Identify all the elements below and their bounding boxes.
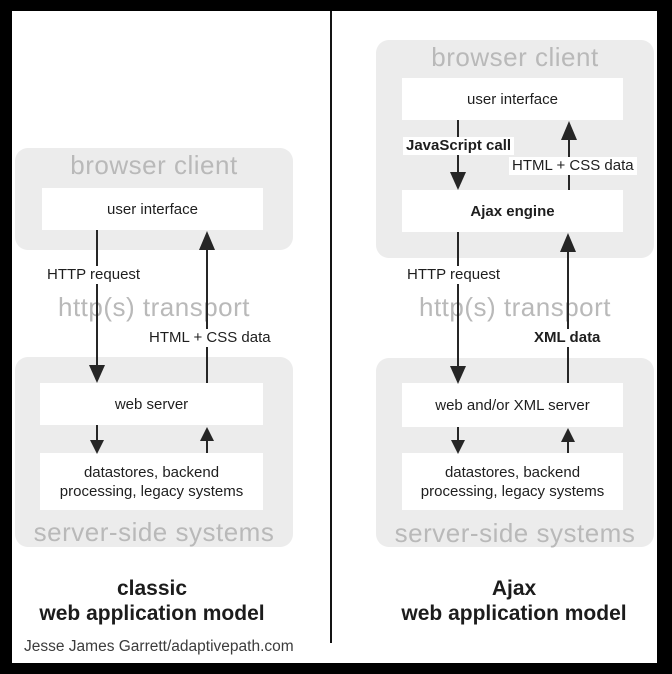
response-arrow-line xyxy=(206,250,208,383)
transport-header: http(s) transport xyxy=(418,292,611,322)
browser-client-header: browser client xyxy=(431,42,599,72)
server-up-arrow-line xyxy=(206,441,208,453)
user-interface-box: user interface xyxy=(402,78,623,120)
server-down-arrow-line xyxy=(96,425,98,440)
arrow-down-icon xyxy=(451,440,465,454)
arrow-up-icon xyxy=(560,233,576,252)
browser-client-header: browser client xyxy=(70,150,238,180)
html-css-data-label: HTML + CSS data xyxy=(146,329,274,347)
request-arrow-line xyxy=(96,230,98,365)
web-xml-server-box: web and/or XML server xyxy=(402,383,623,427)
title-line2: web application model xyxy=(401,602,627,625)
datastores-line1: datastores, backend xyxy=(444,463,581,481)
html-css-data-label: HTML + CSS data xyxy=(509,157,637,175)
arrow-down-icon xyxy=(450,172,466,190)
datastores-box: datastores, backend processing, legacy s… xyxy=(402,453,623,510)
user-interface-box: user interface xyxy=(42,188,263,230)
datastores-box: datastores, backend processing, legacy s… xyxy=(40,453,263,510)
classic-model-title: classic web application model xyxy=(12,576,292,626)
arrow-up-icon xyxy=(561,428,575,442)
arrow-down-icon xyxy=(450,366,466,384)
datastores-line1: datastores, backend xyxy=(83,463,220,481)
transport-header: http(s) transport xyxy=(57,292,250,322)
web-server-box: web server xyxy=(40,383,263,425)
http-request-label: HTTP request xyxy=(44,266,144,284)
http-request-label: HTTP request xyxy=(404,266,504,284)
server-side-header: server-side systems xyxy=(394,518,636,548)
credit-text: Jesse James Garrett/adaptivepath.com xyxy=(24,638,294,655)
server-up-arrow-line xyxy=(567,442,569,453)
ajax-engine-box: Ajax engine xyxy=(402,190,623,232)
arrow-up-icon xyxy=(200,427,214,441)
datastores-line2: processing, legacy systems xyxy=(420,482,605,500)
arrow-up-icon xyxy=(199,231,215,250)
javascript-call-label: JavaScript call xyxy=(403,137,515,155)
request-arrow-line xyxy=(457,232,459,366)
server-down-arrow-line xyxy=(457,427,459,440)
title-line1: Ajax xyxy=(491,577,537,600)
arrow-down-icon xyxy=(89,365,105,383)
arrow-up-icon xyxy=(561,121,577,140)
title-line2: web application model xyxy=(39,602,265,625)
column-divider-line xyxy=(330,11,332,643)
datastores-line2: processing, legacy systems xyxy=(59,482,244,500)
arrow-down-icon xyxy=(90,440,104,454)
server-side-header: server-side systems xyxy=(33,517,275,547)
ajax-model-title: Ajax web application model xyxy=(374,576,654,626)
title-line1: classic xyxy=(116,577,188,600)
xml-arrow-line xyxy=(567,252,569,383)
xml-data-label: XML data xyxy=(531,329,604,347)
